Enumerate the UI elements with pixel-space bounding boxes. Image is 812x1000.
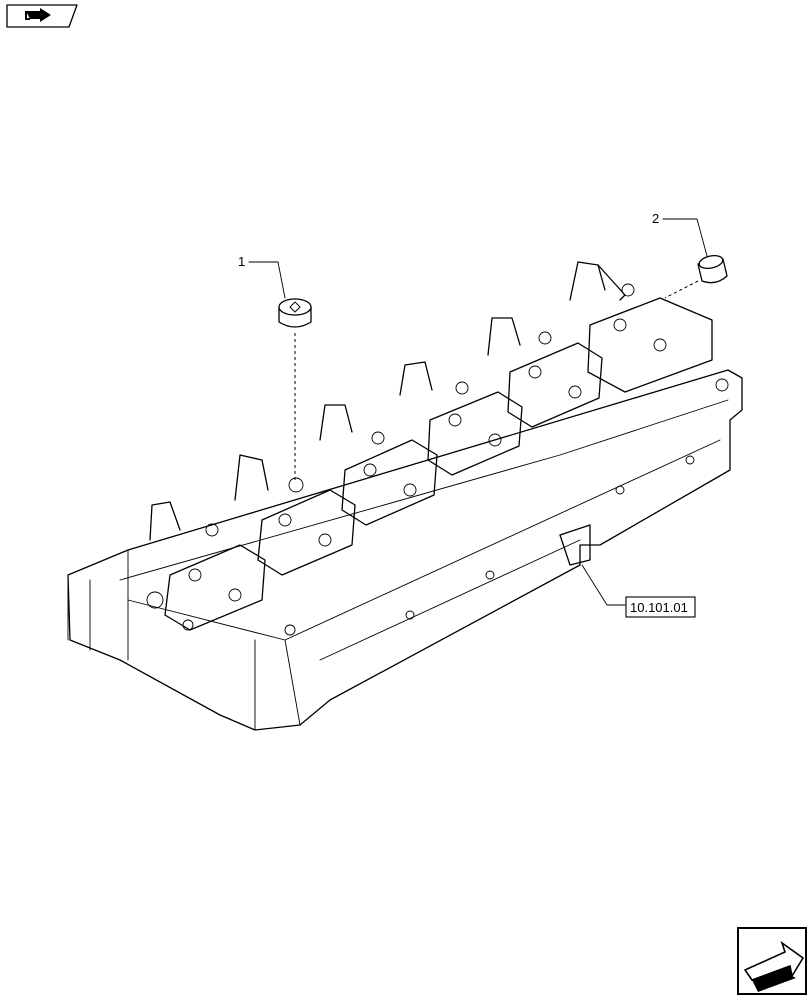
callout-2-number: 2: [652, 211, 659, 226]
bolt-holes: [146, 283, 729, 636]
part-1-plug[interactable]: [278, 298, 312, 328]
cylinder-1: [164, 544, 266, 631]
callout-1: 1: [238, 254, 312, 480]
next-page-arrow-icon[interactable]: [737, 927, 807, 995]
cylinder-3: [341, 439, 438, 526]
cylinder-6: [587, 297, 713, 393]
cylinder-2: [257, 489, 356, 576]
book-arrow-icon[interactable]: [6, 4, 78, 28]
cylinder-5: [507, 342, 603, 428]
cylinder-head-drawing: [67, 261, 743, 731]
cylinder-4: [427, 391, 523, 476]
reference-callout[interactable]: 10.101.01: [581, 564, 696, 618]
callout-2: 2: [652, 211, 728, 299]
reference-label: 10.101.01: [630, 600, 688, 615]
callout-1-number: 1: [238, 254, 245, 269]
part-2-plug[interactable]: [697, 254, 728, 284]
